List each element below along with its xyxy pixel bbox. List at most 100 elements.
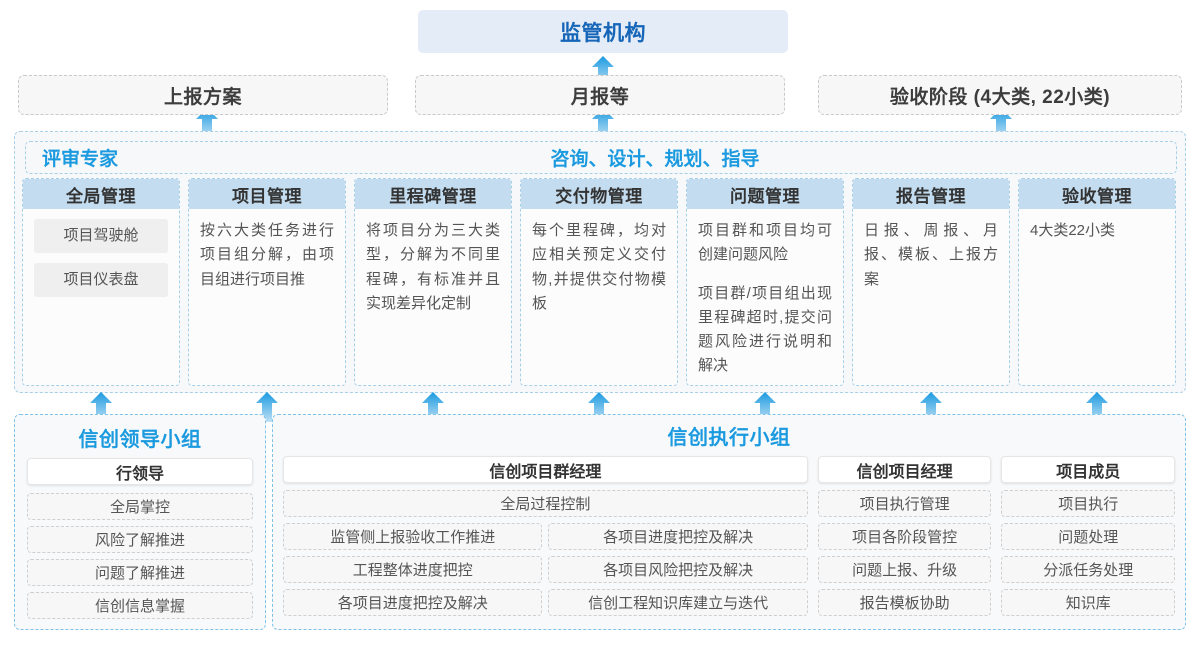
task-item[interactable]: 分派任务处理 xyxy=(1001,556,1175,583)
submission-box-monthly-report[interactable]: 月报等 xyxy=(415,75,785,115)
card-paragraph: 项目群和项目均可创建问题风险 xyxy=(698,222,832,264)
submission-box-report-plan[interactable]: 上报方案 xyxy=(18,75,388,115)
band-label-text: 评审专家 xyxy=(42,149,119,170)
card-body: 项目群和项目均可创建问题风险 项目群/项目组出现里程碑超时,提交问题风险进行说明… xyxy=(687,209,843,385)
card-title: 验收管理 xyxy=(1019,179,1175,209)
task-item-global-process-control[interactable]: 全局过程控制 xyxy=(283,490,808,517)
card-body: 日报、周报、月报、模板、上报方案 xyxy=(853,209,1009,300)
task-item[interactable]: 项目各阶段管控 xyxy=(817,523,992,550)
task-label: 信创工程知识库建立与迭代 xyxy=(588,595,769,612)
card-pill[interactable]: 项目驾驶舱 xyxy=(34,219,168,253)
card-pill[interactable]: 项目仪表盘 xyxy=(34,263,168,297)
card-paragraph: 按六大类任务进行项目组分解，由项目组进行项目推 xyxy=(200,222,334,288)
card-title-text: 验收管理 xyxy=(1062,186,1132,206)
task-label: 项目执行 xyxy=(1058,496,1119,513)
task-label: 全局过程控制 xyxy=(500,496,591,513)
task-label: 知识库 xyxy=(1065,595,1111,612)
role-head-program-manager[interactable]: 信创项目群经理 xyxy=(283,456,808,483)
arrow-up-icon xyxy=(754,392,776,422)
submission-label: 月报等 xyxy=(570,86,630,108)
card-title-text: 报告管理 xyxy=(896,186,966,206)
card-title: 问题管理 xyxy=(687,179,843,209)
card-body: 按六大类任务进行项目组分解，由项目组进行项目推 xyxy=(189,209,345,300)
task-item[interactable]: 问题上报、升级 xyxy=(817,556,992,583)
role-head-text: 信创项目群经理 xyxy=(489,463,602,481)
project-manager-task-list: 项目执行管理 项目各阶段管控 问题上报、升级 报告模板协助 xyxy=(817,490,992,616)
card-title: 项目管理 xyxy=(189,179,345,209)
capability-card-milestone[interactable]: 里程碑管理 将项目分为三大类型，分解为不同里程碑，有标准并且实现差异化定制 xyxy=(354,178,512,386)
card-title-text: 交付物管理 xyxy=(555,186,643,206)
role-head-text: 行领导 xyxy=(115,465,164,483)
task-item[interactable]: 信创工程知识库建立与迭代 xyxy=(548,589,808,616)
task-item[interactable]: 信创信息掌握 xyxy=(27,592,253,619)
task-label: 问题了解推进 xyxy=(94,565,185,582)
capability-card-report[interactable]: 报告管理 日报、周报、月报、模板、上报方案 xyxy=(852,178,1010,386)
task-item[interactable]: 各项目进度把控及解决 xyxy=(548,523,808,550)
capability-card-global[interactable]: 全局管理 项目驾驶舱 项目仪表盘 xyxy=(22,178,180,386)
task-label: 监管侧上报验收工作推进 xyxy=(330,529,496,546)
card-paragraph: 项目群/项目组出现里程碑超时,提交问题风险进行说明和解决 xyxy=(698,284,832,375)
task-item[interactable]: 各项目进度把控及解决 xyxy=(283,589,543,616)
task-item[interactable]: 知识库 xyxy=(1001,589,1175,616)
role-block-project-manager: 信创项目经理 项目执行管理 项目各阶段管控 问题上报、升级 报告模板协助 xyxy=(817,456,992,616)
task-item[interactable]: 报告模板协助 xyxy=(817,589,992,616)
card-body: 项目驾驶舱 项目仪表盘 xyxy=(23,209,179,315)
task-label: 问题处理 xyxy=(1058,529,1119,546)
role-block-program-manager: 信创项目群经理 全局过程控制 监管侧上报验收工作推进 各项目进度把控及解决 工程… xyxy=(283,456,808,616)
role-head-text: 项目成员 xyxy=(1056,463,1121,481)
task-item[interactable]: 问题了解推进 xyxy=(27,559,253,586)
submission-box-acceptance-stage[interactable]: 验收阶段 (4大类, 22小类) xyxy=(818,75,1182,115)
task-item[interactable]: 全局掌控 xyxy=(27,493,253,520)
card-title-text: 全局管理 xyxy=(66,186,136,206)
card-title: 里程碑管理 xyxy=(355,179,511,209)
arrow-up-icon xyxy=(422,392,444,422)
group-title: 信创领导小组 xyxy=(78,429,202,451)
task-item[interactable]: 项目执行 xyxy=(1001,490,1175,517)
arrow-up-icon xyxy=(592,56,614,86)
task-item[interactable]: 监管侧上报验收工作推进 xyxy=(283,523,543,550)
task-label: 工程整体进度把控 xyxy=(352,562,473,579)
role-head-bank-leader[interactable]: 行领导 xyxy=(27,458,253,485)
card-title-text: 里程碑管理 xyxy=(389,186,477,206)
task-item[interactable]: 风险了解推进 xyxy=(27,526,253,553)
task-label: 问题上报、升级 xyxy=(852,562,958,579)
capability-card-acceptance[interactable]: 验收管理 4大类22小类 xyxy=(1018,178,1176,386)
submission-label: 验收阶段 (4大类, 22小类) xyxy=(889,86,1111,108)
capability-card-issue[interactable]: 问题管理 项目群和项目均可创建问题风险 项目群/项目组出现里程碑超时,提交问题风… xyxy=(686,178,844,386)
role-head-project-member[interactable]: 项目成员 xyxy=(1001,456,1175,483)
task-item[interactable]: 各项目风险把控及解决 xyxy=(548,556,808,583)
task-item[interactable]: 问题处理 xyxy=(1001,523,1175,550)
task-label: 全局掌控 xyxy=(109,499,170,516)
task-item[interactable]: 工程整体进度把控 xyxy=(283,556,543,583)
regulator-label: 监管机构 xyxy=(560,21,646,45)
arrow-up-icon xyxy=(990,108,1012,138)
card-title: 全局管理 xyxy=(23,179,179,209)
arrow-up-icon xyxy=(196,108,218,138)
arrow-up-icon xyxy=(588,392,610,422)
arrow-up-icon xyxy=(256,392,278,422)
role-head-project-manager[interactable]: 信创项目经理 xyxy=(817,456,992,483)
card-body: 4大类22小类 xyxy=(1019,209,1175,251)
submission-label: 上报方案 xyxy=(163,86,242,108)
card-paragraph: 将项目分为三大类型，分解为不同里程碑，有标准并且实现差异化定制 xyxy=(366,222,500,312)
card-pill-text: 项目仪表盘 xyxy=(63,270,139,288)
task-label: 报告模板协助 xyxy=(859,595,950,612)
capability-card-deliverable[interactable]: 交付物管理 每个里程碑，均对应相关预定义交付物,并提供交付物模板 xyxy=(520,178,678,386)
arrow-up-icon xyxy=(920,392,942,422)
task-label: 项目各阶段管控 xyxy=(852,529,958,546)
task-label: 各项目进度把控及解决 xyxy=(603,529,754,546)
role-block-project-member: 项目成员 项目执行 问题处理 分派任务处理 知识库 xyxy=(1001,456,1175,616)
group-title: 信创执行小组 xyxy=(667,427,791,449)
capability-card-project[interactable]: 项目管理 按六大类任务进行项目组分解，由项目组进行项目推 xyxy=(188,178,346,386)
task-item[interactable]: 项目执行管理 xyxy=(817,490,992,517)
card-paragraph: 4大类22小类 xyxy=(1030,222,1116,239)
leadership-group: 信创领导小组 行领导 全局掌控 风险了解推进 问题了解推进 信创信息掌握 xyxy=(14,414,266,630)
card-title: 报告管理 xyxy=(853,179,1009,209)
card-title-text: 问题管理 xyxy=(730,186,800,206)
program-manager-task-grid: 监管侧上报验收工作推进 各项目进度把控及解决 工程整体进度把控 各项目风险把控及… xyxy=(283,523,808,616)
card-title-text: 项目管理 xyxy=(232,186,302,206)
task-label: 各项目进度把控及解决 xyxy=(337,595,488,612)
execution-group: 信创执行小组 信创项目群经理 全局过程控制 监管侧上报验收工作推进 各项目进度把… xyxy=(272,414,1186,630)
card-title: 交付物管理 xyxy=(521,179,677,209)
